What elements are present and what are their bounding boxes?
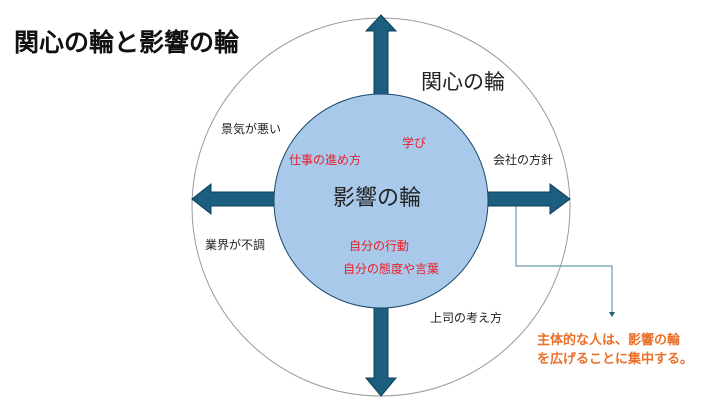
- concern-item: 会社の方針: [493, 153, 554, 167]
- influence-item: 自分の態度や言葉: [343, 262, 440, 276]
- concern-item: 景気が悪い: [221, 122, 282, 136]
- connector-arrowhead: [609, 312, 615, 317]
- circle-of-influence: [273, 93, 489, 309]
- concern-item: 上司の考え方: [430, 311, 503, 325]
- arrow-down: [364, 299, 398, 397]
- concern-item: 業界が不調: [205, 238, 266, 252]
- influence-item: 自分の行動: [349, 239, 410, 253]
- note-text: 主体的な人は、影響の輪 を広げることに集中する。: [537, 331, 693, 369]
- page-title: 関心の輪と影響の輪: [14, 28, 240, 57]
- note-line-2: を広げることに集中する。: [537, 352, 694, 367]
- influence-item: 学び: [402, 136, 427, 150]
- influence-item: 仕事の進め方: [289, 153, 362, 167]
- note-line-1: 主体的な人は、影響の輪: [537, 333, 681, 348]
- circle-of-concern-label: 関心の輪: [421, 70, 505, 94]
- connector-line: [515, 206, 613, 313]
- circle-of-influence-label: 影響の輪: [333, 186, 422, 211]
